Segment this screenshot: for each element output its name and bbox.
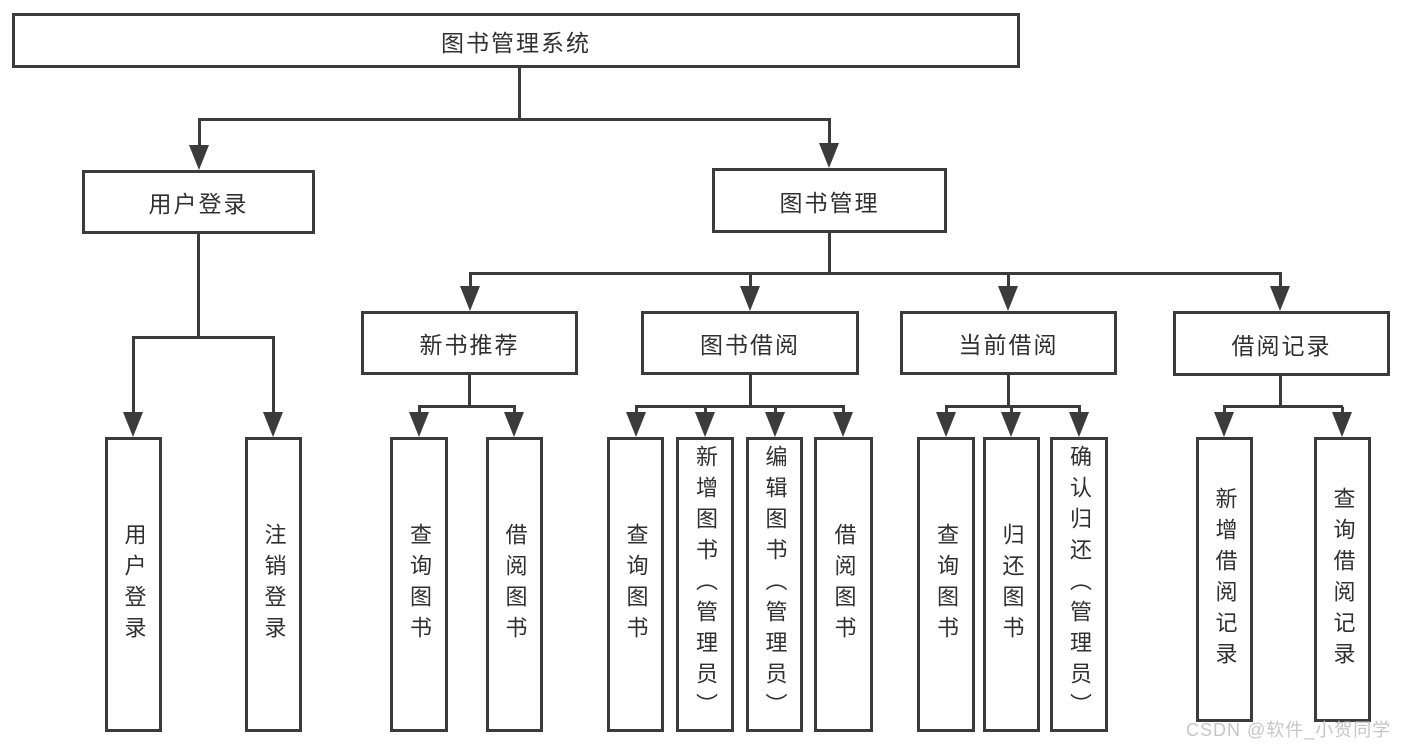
node-book-borrow-label: 图书借阅 — [700, 332, 800, 358]
leaf-add-book-admin: 新增图书（管理员） — [676, 437, 734, 732]
connector-arrow-stem — [132, 338, 135, 415]
connector-arrow-stem — [1010, 407, 1013, 416]
leaf-query-book-rec-label: 查询图书 — [407, 522, 432, 647]
leaf-query-borrow-record-label: 查询借阅记录 — [1330, 486, 1356, 673]
connector-rec-stub — [468, 375, 471, 408]
connector-mgmt-branch — [469, 272, 1282, 275]
leaf-borrow-book-rec-label: 借阅图书 — [502, 522, 528, 647]
node-borrow-records-label: 借阅记录 — [1231, 332, 1332, 359]
node-user-login-label: 用户登录 — [148, 191, 249, 217]
connector-arrow-stem — [513, 407, 516, 416]
arrowhead-leaf — [1001, 412, 1021, 437]
arrowhead-user-login — [189, 145, 209, 170]
connector-user-stub — [197, 234, 200, 338]
connector-arrow-stem — [635, 407, 638, 416]
leaf-query-book-borrow-label: 查询图书 — [623, 522, 649, 647]
arrowhead-leaf — [626, 412, 646, 437]
connector-arrow-stem — [828, 120, 831, 146]
connector-arrow-stem — [418, 407, 421, 416]
node-book-mgmt-label: 图书管理 — [779, 189, 880, 216]
connector-records-stub — [1279, 376, 1282, 407]
connector-arrow-stem — [945, 407, 948, 416]
node-new-book-rec-label: 新书推荐 — [419, 332, 520, 358]
leaf-user-login: 用户登录 — [105, 437, 162, 732]
connector-arrow-stem — [272, 338, 275, 415]
leaf-query-book-rec: 查询图书 — [390, 437, 448, 732]
arrowhead-leaf — [833, 412, 853, 437]
arrowhead-leaf — [1214, 412, 1234, 437]
arrowhead-leaf — [936, 412, 956, 437]
connector-arrow-stem — [469, 274, 472, 290]
leaf-return-book: 归还图书 — [983, 437, 1040, 732]
leaf-query-book-current-label: 查询图书 — [934, 522, 959, 647]
connector-arrow-stem — [1341, 407, 1344, 416]
node-book-mgmt: 图书管理 — [712, 168, 947, 233]
connector-arrow-stem — [1223, 407, 1226, 416]
connector-current-branch — [945, 405, 1081, 408]
leaf-add-borrow-record: 新增借阅记录 — [1196, 437, 1253, 722]
arrowhead-leaf — [765, 412, 785, 437]
node-current-borrow-label: 当前借阅 — [958, 332, 1059, 358]
leaf-borrow-book-borrow: 借阅图书 — [814, 437, 873, 732]
connector-arrow-stem — [749, 274, 752, 290]
leaf-borrow-book-borrow-label: 借阅图书 — [831, 522, 857, 647]
leaf-confirm-return-admin: 确认归还（管理员） — [1050, 437, 1108, 732]
arrowhead-leaf — [1332, 412, 1352, 437]
leaf-return-book-label: 归还图书 — [999, 522, 1025, 647]
leaf-add-borrow-record-label: 新增借阅记录 — [1212, 486, 1238, 673]
node-current-borrow: 当前借阅 — [900, 311, 1117, 375]
arrowhead-book-mgmt — [819, 143, 839, 168]
leaf-query-book-current: 查询图书 — [917, 437, 975, 732]
connector-arrow-stem — [704, 407, 707, 416]
leaf-user-login-label: 用户登录 — [121, 522, 147, 647]
arrowhead-leaf — [409, 412, 429, 437]
leaf-logout-label: 注销登录 — [261, 522, 287, 647]
connector-arrow-stem — [1007, 274, 1010, 290]
leaf-query-book-borrow: 查询图书 — [607, 437, 664, 732]
leaf-query-borrow-record: 查询借阅记录 — [1314, 437, 1371, 722]
connector-borrow-branch — [635, 405, 845, 408]
node-borrow-records: 借阅记录 — [1173, 311, 1390, 376]
csdn-watermark: CSDN @软件_小贺同学 — [1186, 720, 1392, 740]
connector-arrow-stem — [842, 407, 845, 416]
connector-current-stub — [1007, 375, 1010, 408]
arrowhead-new-book-rec — [460, 286, 480, 311]
leaf-confirm-return-admin-label: 确认归还（管理员） — [1067, 445, 1092, 724]
node-user-login: 用户登录 — [82, 170, 315, 234]
leaf-logout: 注销登录 — [245, 437, 302, 732]
connector-root-stub — [518, 68, 521, 120]
node-root: 图书管理系统 — [12, 13, 1020, 68]
leaf-borrow-book-rec: 借阅图书 — [486, 437, 543, 732]
connector-arrow-stem — [774, 407, 777, 416]
connector-arrow-stem — [1279, 274, 1282, 290]
node-new-book-rec: 新书推荐 — [361, 311, 578, 375]
arrowhead-leaf — [695, 412, 715, 437]
node-book-borrow: 图书借阅 — [641, 311, 859, 375]
leaf-edit-book-admin-label: 编辑图书（管理员） — [762, 445, 788, 724]
connector-arrow-stem — [198, 120, 201, 148]
arrowhead-leaf — [504, 412, 524, 437]
arrowhead-leaf-user-login — [123, 412, 143, 437]
arrowhead-leaf-logout — [263, 412, 283, 437]
connector-user-branch — [132, 336, 275, 339]
arrowhead-book-borrow — [740, 286, 760, 311]
arrowhead-leaf — [1069, 412, 1089, 437]
connector-arrow-stem — [1078, 407, 1081, 416]
connector-mgmt-stub — [828, 233, 831, 275]
arrowhead-current-borrow — [998, 286, 1018, 311]
connector-borrow-stub — [749, 375, 752, 408]
leaf-add-book-admin-label: 新增图书（管理员） — [693, 445, 718, 724]
connector-records-branch — [1223, 405, 1343, 408]
node-root-label: 图书管理系统 — [441, 29, 591, 56]
connector-root-branch — [198, 118, 831, 121]
leaf-edit-book-admin: 编辑图书（管理员） — [746, 437, 803, 732]
connector-rec-branch — [418, 405, 516, 408]
arrowhead-borrow-records — [1270, 286, 1290, 311]
